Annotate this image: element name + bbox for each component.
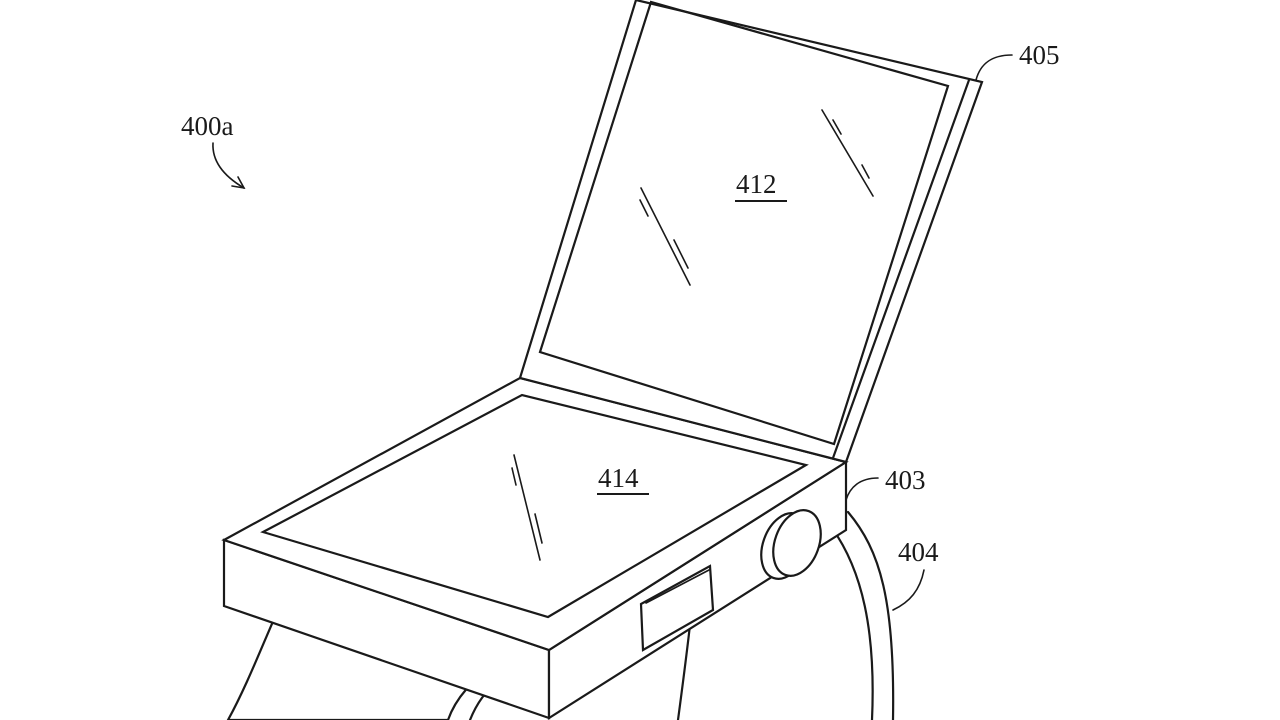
callout-405: 405 — [975, 40, 1060, 81]
base-display-ref: 414 — [598, 463, 639, 493]
callout-403: 403 — [845, 465, 926, 501]
figure-ref-text: 400a — [181, 111, 234, 141]
strap-rear — [830, 510, 895, 720]
callout-414: 414 — [597, 463, 649, 495]
glare-marks-base — [511, 454, 543, 561]
callout-404: 404 — [892, 537, 939, 611]
lid-display-ref: 412 — [736, 169, 777, 199]
figure-label: 400a — [181, 111, 246, 190]
glare-marks-lid — [639, 109, 874, 286]
main-housing-ref: 403 — [885, 465, 926, 495]
lid-housing — [518, 0, 984, 464]
crown-icon — [760, 509, 822, 580]
callout-412: 412 — [735, 169, 787, 202]
lid-housing-ref: 405 — [1019, 40, 1060, 70]
strap-ref: 404 — [898, 537, 939, 567]
side-button-icon — [639, 564, 715, 652]
